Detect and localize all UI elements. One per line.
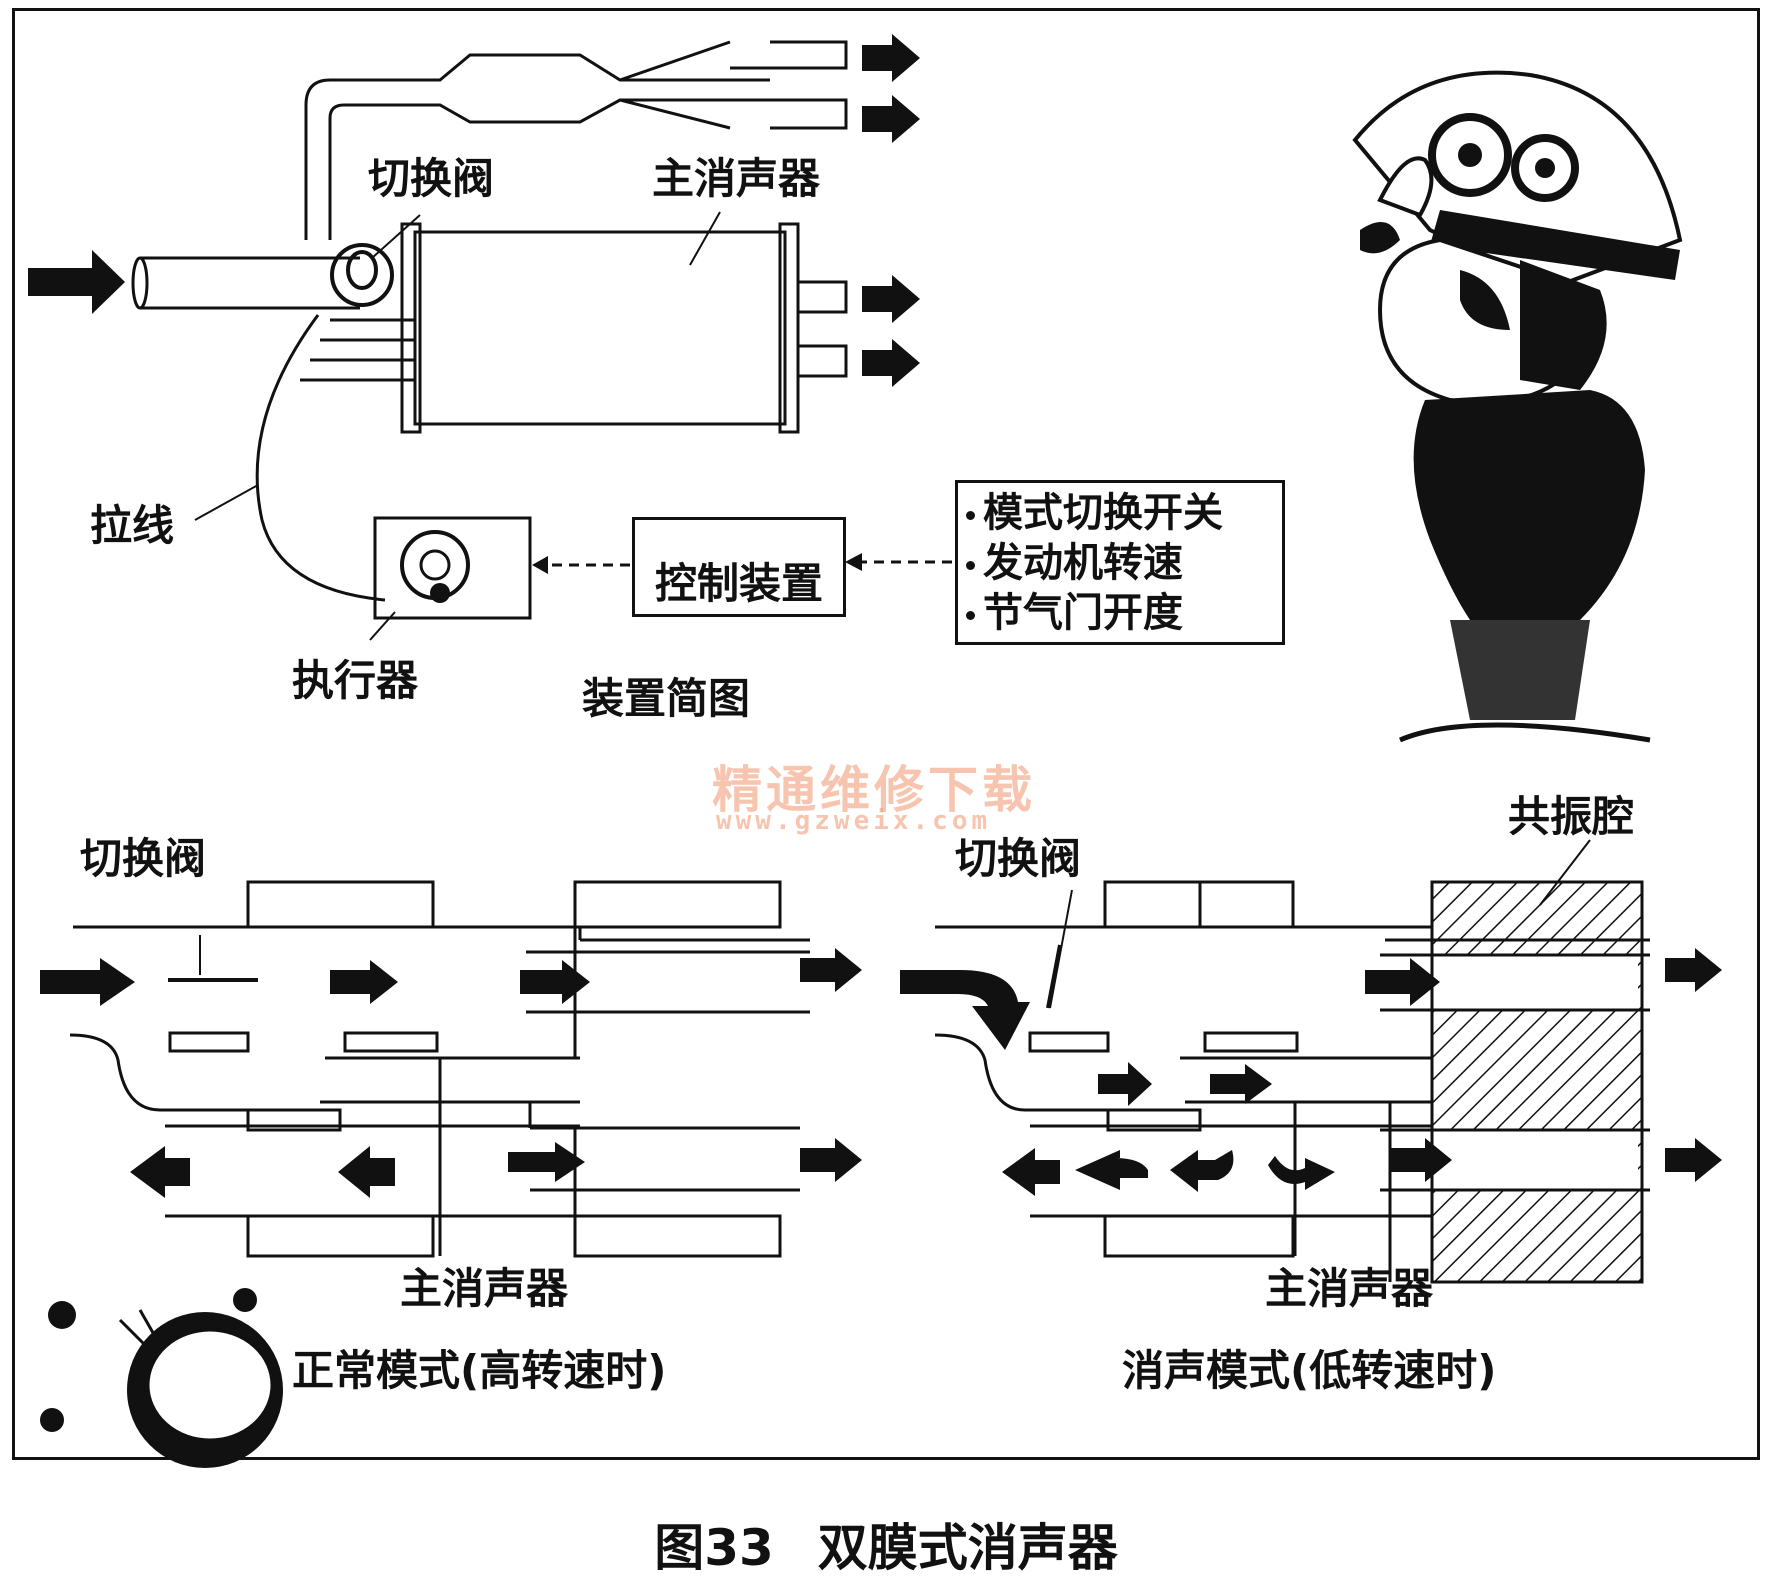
resonator-label: 共振腔 <box>1508 792 1635 841</box>
flow-arrows <box>28 34 920 387</box>
cartoon-character-illustration <box>1352 70 1683 743</box>
bullet-icon <box>966 610 975 620</box>
quiet-mode-diagram <box>934 880 1650 1284</box>
small-cartoon-illustration <box>40 1288 283 1468</box>
controller-box: 控制装置 <box>632 517 846 617</box>
normal-mode-label: 正常模式(高转速时) <box>292 1346 667 1395</box>
device-sketch <box>131 40 952 641</box>
caption-number: 图33 <box>654 1519 774 1577</box>
input-signal-item: 发动机转速 <box>966 543 1183 583</box>
quiet-mode-label: 消声模式(低转速时) <box>1122 1346 1497 1395</box>
sketch-title: 装置简图 <box>582 674 751 723</box>
controller-label: 控制装置 <box>654 559 823 608</box>
watermark-url: www.gzweix.com <box>716 806 992 836</box>
sketch-cable-label: 拉线 <box>90 501 175 550</box>
quiet-mode-leaders <box>1049 839 1591 1009</box>
input-signal-item: 模式切换开关 <box>966 493 1223 533</box>
normal-mode-diagram <box>69 880 810 1258</box>
watermark-text: 精通维修下载 <box>712 761 1036 819</box>
figure-caption: 图33 双膜式消声器 <box>0 1508 1772 1580</box>
bullet-icon <box>966 510 975 520</box>
bullet-icon <box>966 560 975 570</box>
figure-frame <box>12 8 1760 1460</box>
quiet-muffler-label: 主消声器 <box>1265 1264 1434 1313</box>
sketch-main-muffler-label: 主消声器 <box>652 154 821 203</box>
normal-muffler-label: 主消声器 <box>400 1264 569 1313</box>
quiet-valve-label: 切换阀 <box>955 834 1082 883</box>
caption-title: 双膜式消声器 <box>817 1519 1118 1577</box>
input-signal-item: 节气门开度 <box>966 593 1183 633</box>
sketch-valve-label: 切换阀 <box>368 154 495 203</box>
normal-mode-arrows <box>40 948 862 1198</box>
input-signals-box: 模式切换开关 发动机转速 节气门开度 <box>955 480 1285 645</box>
device-sketch-fill <box>430 553 862 603</box>
normal-valve-label: 切换阀 <box>80 834 207 883</box>
sketch-actuator-label: 执行器 <box>292 656 419 705</box>
quiet-mode-arrows <box>900 948 1722 1196</box>
